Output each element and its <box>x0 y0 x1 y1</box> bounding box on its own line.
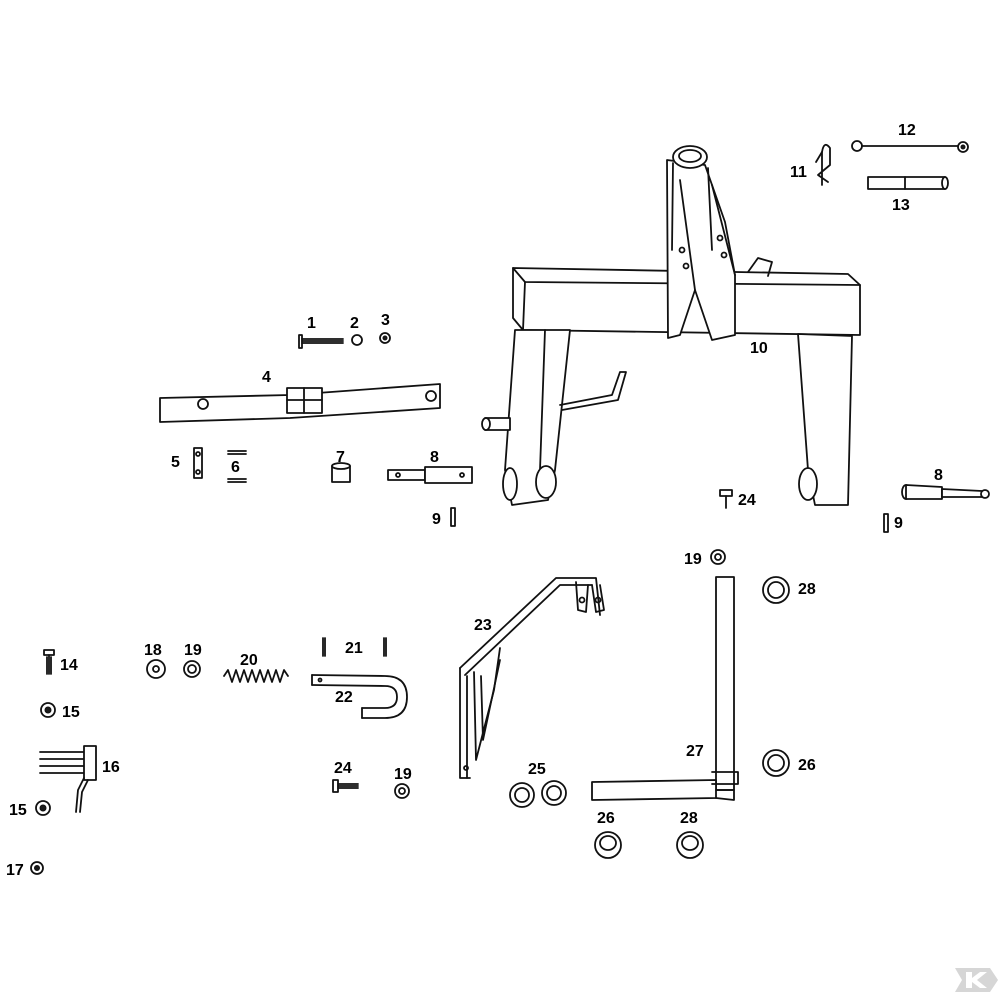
label-27: 27 <box>686 743 704 760</box>
label-23: 23 <box>474 617 492 634</box>
part-15-nut-top <box>40 702 56 718</box>
part-5-pin <box>193 447 203 479</box>
label-7: 7 <box>336 449 345 466</box>
part-28-bushing-bottom <box>676 831 704 859</box>
part-6-pins <box>227 450 247 483</box>
part-21-pins <box>322 637 387 657</box>
label-12: 12 <box>898 122 916 139</box>
part-19-washer-bottom <box>394 783 410 799</box>
part-23-bracket <box>459 577 605 779</box>
part-16-tine <box>39 745 97 813</box>
part-8-pin-left <box>387 466 473 484</box>
part-1-bolt <box>298 334 344 349</box>
part-12-cable <box>851 140 969 153</box>
part-9-pin-left <box>450 507 456 527</box>
label-15-top: 15 <box>62 704 80 721</box>
label-28-top: 28 <box>798 581 816 598</box>
label-15-bottom: 15 <box>9 802 27 819</box>
label-1: 1 <box>307 315 316 332</box>
part-11-linch-pin <box>815 143 831 186</box>
part-22-u-bolt <box>311 674 408 719</box>
label-26-right: 26 <box>798 757 816 774</box>
part-7-bushing <box>331 462 351 483</box>
label-17: 17 <box>6 862 24 879</box>
label-24-bottom: 24 <box>334 760 352 777</box>
label-19-left: 19 <box>184 642 202 659</box>
part-2-washer <box>351 334 363 346</box>
label-8-right: 8 <box>934 467 943 484</box>
part-20-spring <box>223 669 289 683</box>
label-2: 2 <box>350 315 359 332</box>
label-21: 21 <box>345 640 363 657</box>
label-19-top: 19 <box>684 551 702 568</box>
label-13: 13 <box>892 197 910 214</box>
label-25: 25 <box>528 761 546 778</box>
part-27-l-shaft <box>591 576 739 801</box>
label-22: 22 <box>335 689 353 706</box>
label-3: 3 <box>381 312 390 329</box>
label-24-top: 24 <box>738 492 756 509</box>
part-19-washer-left <box>183 660 201 678</box>
part-28-bushing-top <box>762 576 790 604</box>
part-14-bolt <box>43 649 55 675</box>
label-16: 16 <box>102 759 120 776</box>
part-15-nut-bottom <box>35 800 51 816</box>
label-11: 11 <box>790 164 807 181</box>
part-19-washer-top <box>710 549 726 565</box>
label-5: 5 <box>171 454 180 471</box>
part-10-frame <box>481 145 861 506</box>
label-8-left: 8 <box>430 449 439 466</box>
part-4-link-bar <box>159 383 441 423</box>
label-14: 14 <box>60 657 78 674</box>
label-20: 20 <box>240 652 258 669</box>
label-28-bottom: 28 <box>680 810 698 827</box>
label-9-right: 9 <box>894 515 903 532</box>
part-25-washers <box>509 780 567 808</box>
label-10: 10 <box>750 340 768 357</box>
part-24-bolt-bottom <box>332 779 359 793</box>
part-3-nut <box>379 332 391 344</box>
label-19-bottom: 19 <box>394 766 412 783</box>
label-4: 4 <box>262 369 271 386</box>
part-9-pin-right <box>883 513 889 533</box>
part-labels: 1 2 3 4 5 6 7 8 8 9 9 10 11 12 13 14 15 … <box>6 122 943 879</box>
part-18-washer <box>146 659 166 679</box>
brand-logo-icon <box>955 968 998 992</box>
label-6: 6 <box>231 459 240 476</box>
part-13-pin <box>867 176 949 190</box>
part-8-pin-right <box>901 484 990 500</box>
part-17-nut <box>30 861 44 875</box>
part-26-bushing-bottom <box>594 831 622 859</box>
label-9-left: 9 <box>432 511 441 528</box>
part-24-bolt-top <box>719 489 733 509</box>
label-26-bottom: 26 <box>597 810 615 827</box>
label-18: 18 <box>144 642 162 659</box>
part-26-bushing-right <box>762 749 790 777</box>
